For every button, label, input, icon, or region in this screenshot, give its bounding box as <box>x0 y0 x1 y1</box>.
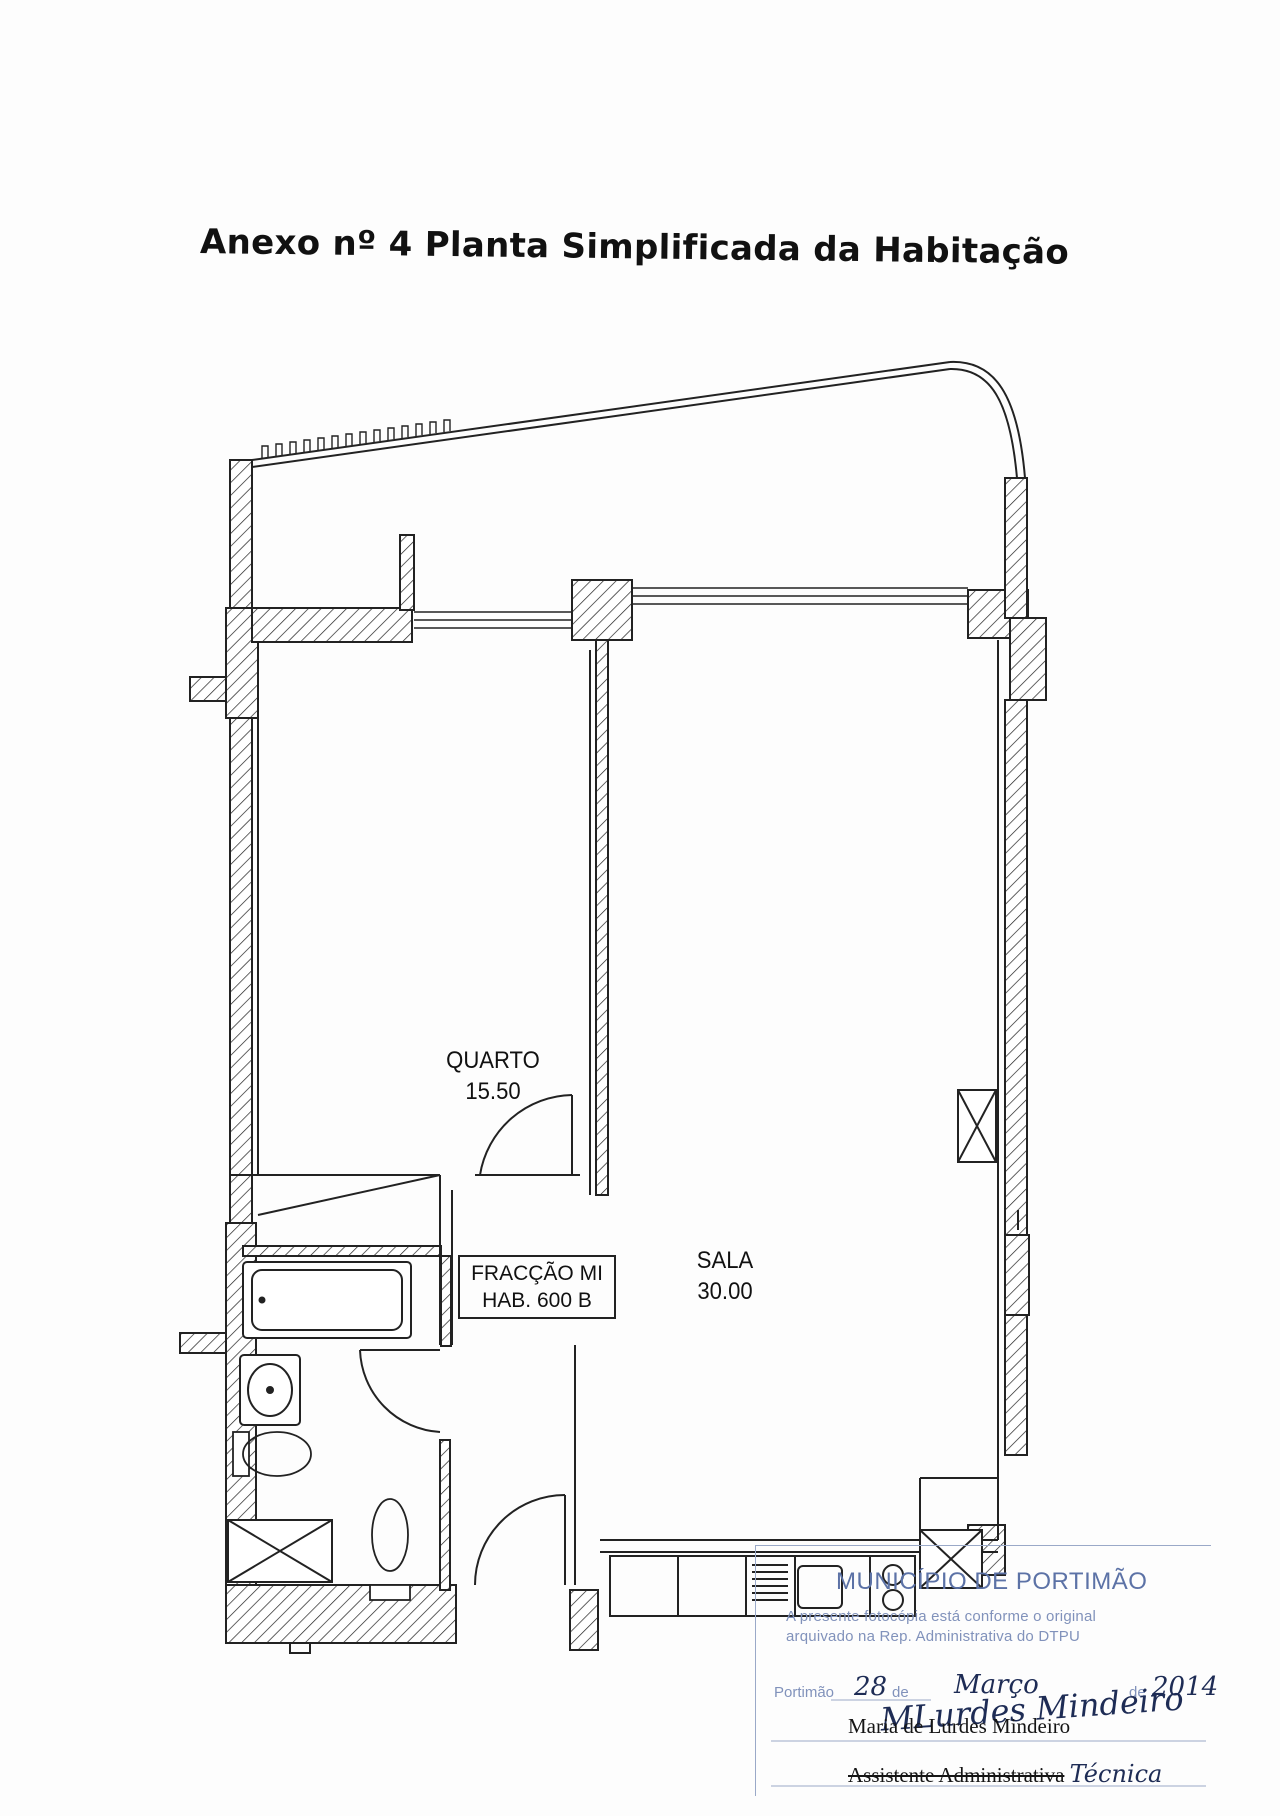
stamp-de-2: de <box>1129 1684 1146 1701</box>
stamp-rule-lines <box>771 1699 1206 1787</box>
stamp-date-row: Portimão 28 de Março de 2014 <box>774 1670 1218 1706</box>
stamp-year: 2014 <box>1152 1672 1219 1702</box>
stamp-month: Março <box>954 1670 1039 1700</box>
railing-ticks <box>261 419 451 458</box>
stamp-line-2: arquivado na Rep. Administrativa do DTPU <box>786 1628 1080 1645</box>
signer-role-printed: Assistente Administrativa <box>848 1763 1065 1787</box>
misc-ticks <box>289 1210 1019 1654</box>
room-name: QUARTO <box>446 1047 540 1074</box>
room-label-sala: SALA 30.00 <box>665 1245 785 1307</box>
balcony-outline <box>251 360 1026 479</box>
stamp-line-1: A presente fotocópia está conforme o ori… <box>786 1608 1097 1625</box>
bathtub <box>242 1261 412 1339</box>
hatched-walls <box>179 459 1047 1651</box>
stamp-heading: MUNICÍPIO DE PORTIMÃO <box>836 1568 1148 1595</box>
signer-name: Maria de Lurdes Mindeiro <box>848 1714 1071 1738</box>
bidet <box>369 1498 411 1601</box>
fraction-line-1: FRACÇÃO MI <box>471 1262 603 1285</box>
room-area: 15.50 <box>465 1078 521 1105</box>
interior-walls <box>230 640 999 1585</box>
signer-role: Assistente Administrativa Técnica <box>848 1760 1162 1788</box>
shaft-boxes <box>227 1089 997 1589</box>
signer-role-handwritten: Técnica <box>1069 1760 1163 1788</box>
room-name: SALA <box>696 1247 754 1274</box>
kitchen-counter <box>609 1477 998 1617</box>
toilet <box>232 1431 312 1477</box>
door-swings <box>359 1094 573 1586</box>
fraction-line-2: HAB. 600 B <box>482 1289 592 1312</box>
fraction-box: FRACÇÃO MI HAB. 600 B <box>458 1255 616 1319</box>
room-label-quarto: QUARTO 15.50 <box>424 1045 562 1107</box>
window-lines <box>414 587 968 629</box>
room-area: 30.00 <box>697 1278 753 1305</box>
stamp-de-1: de <box>892 1684 909 1701</box>
stamp-place: Portimão <box>774 1684 835 1701</box>
stamp-day: 28 <box>854 1672 888 1702</box>
certification-stamp: MUNICÍPIO DE PORTIMÃO A presente fotocóp… <box>755 1545 1218 1796</box>
sink <box>239 1354 301 1426</box>
